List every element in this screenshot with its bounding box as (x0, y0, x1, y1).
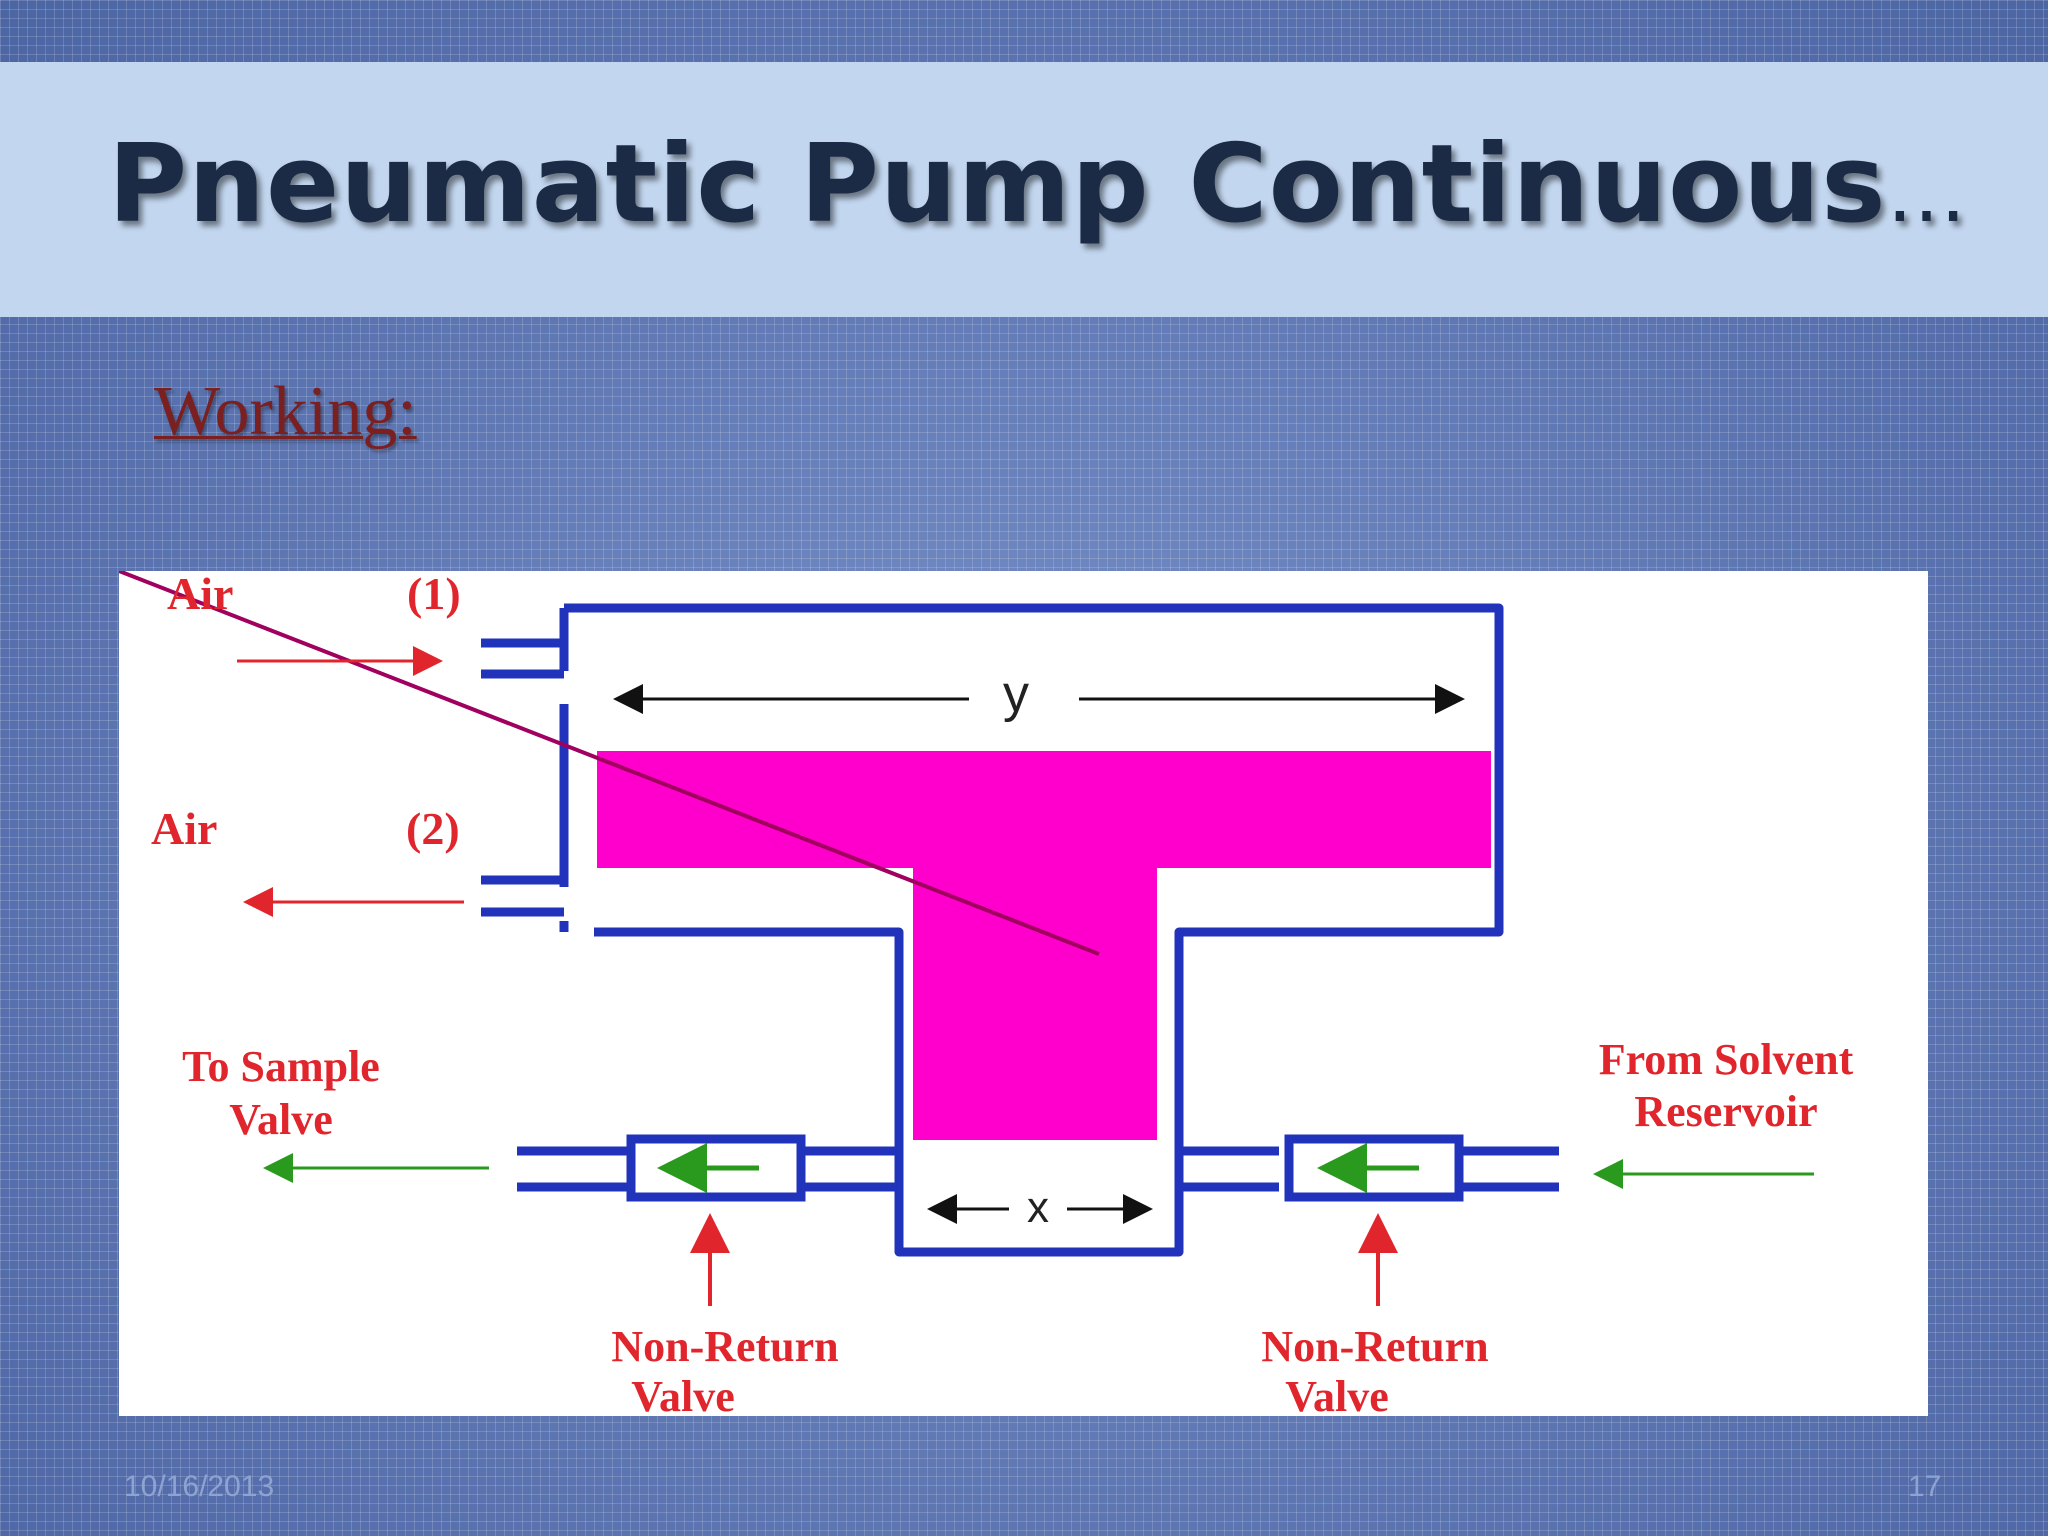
nrv-left-body (626, 1134, 806, 1202)
nrv-right-body (1284, 1134, 1464, 1202)
pump-diagram-svg: y x Air (1) Air (2) To Sample Valve From… (119, 571, 1854, 1416)
piston-mark (119, 571, 1100, 956)
piston-head (597, 751, 1491, 868)
page-number: 17 (1908, 1470, 1942, 1503)
nrv-right-label-line2: Valve (1285, 1372, 1389, 1416)
from-solvent-line2: Reservoir (1634, 1087, 1817, 1136)
from-solvent-line1: From Solvent (1599, 1035, 1854, 1084)
dim-x-label: x (1027, 1183, 1049, 1232)
slide-title-text: Pneumatic Pump Continuous (108, 122, 1887, 247)
nrv-left-label-line2: Valve (631, 1372, 735, 1416)
pump-diagram: y x Air (1) Air (2) To Sample Valve From… (119, 571, 1928, 1416)
slide-title: Pneumatic Pump Continuous… (108, 122, 1967, 247)
nrv-right-label-line1: Non-Return (1261, 1322, 1488, 1371)
to-sample-line2: Valve (229, 1095, 333, 1144)
chamber-outlet-right (1179, 1146, 1279, 1192)
piston-rod (913, 868, 1157, 1140)
air-port-2-tubes (481, 875, 564, 917)
slide-title-suffix: … (1886, 147, 1968, 240)
chamber-outlet-left (799, 1146, 899, 1192)
nrv-left-label-line1: Non-Return (611, 1322, 838, 1371)
to-sample-line1: To Sample (182, 1042, 380, 1091)
footer-date: 10/16/2013 (124, 1470, 275, 1503)
air-2-number: (2) (406, 803, 460, 854)
section-heading: Working: (154, 373, 417, 450)
nrv-right-pipe (1459, 1146, 1559, 1192)
title-band (0, 62, 2048, 317)
air-1-number: (1) (407, 571, 461, 619)
nrv-left-pipe (517, 1146, 631, 1192)
air-1-label: Air (167, 571, 233, 619)
dim-y-label: y (1003, 665, 1029, 723)
air-2-label: Air (151, 803, 217, 854)
air-port-1-tubes (481, 638, 564, 679)
